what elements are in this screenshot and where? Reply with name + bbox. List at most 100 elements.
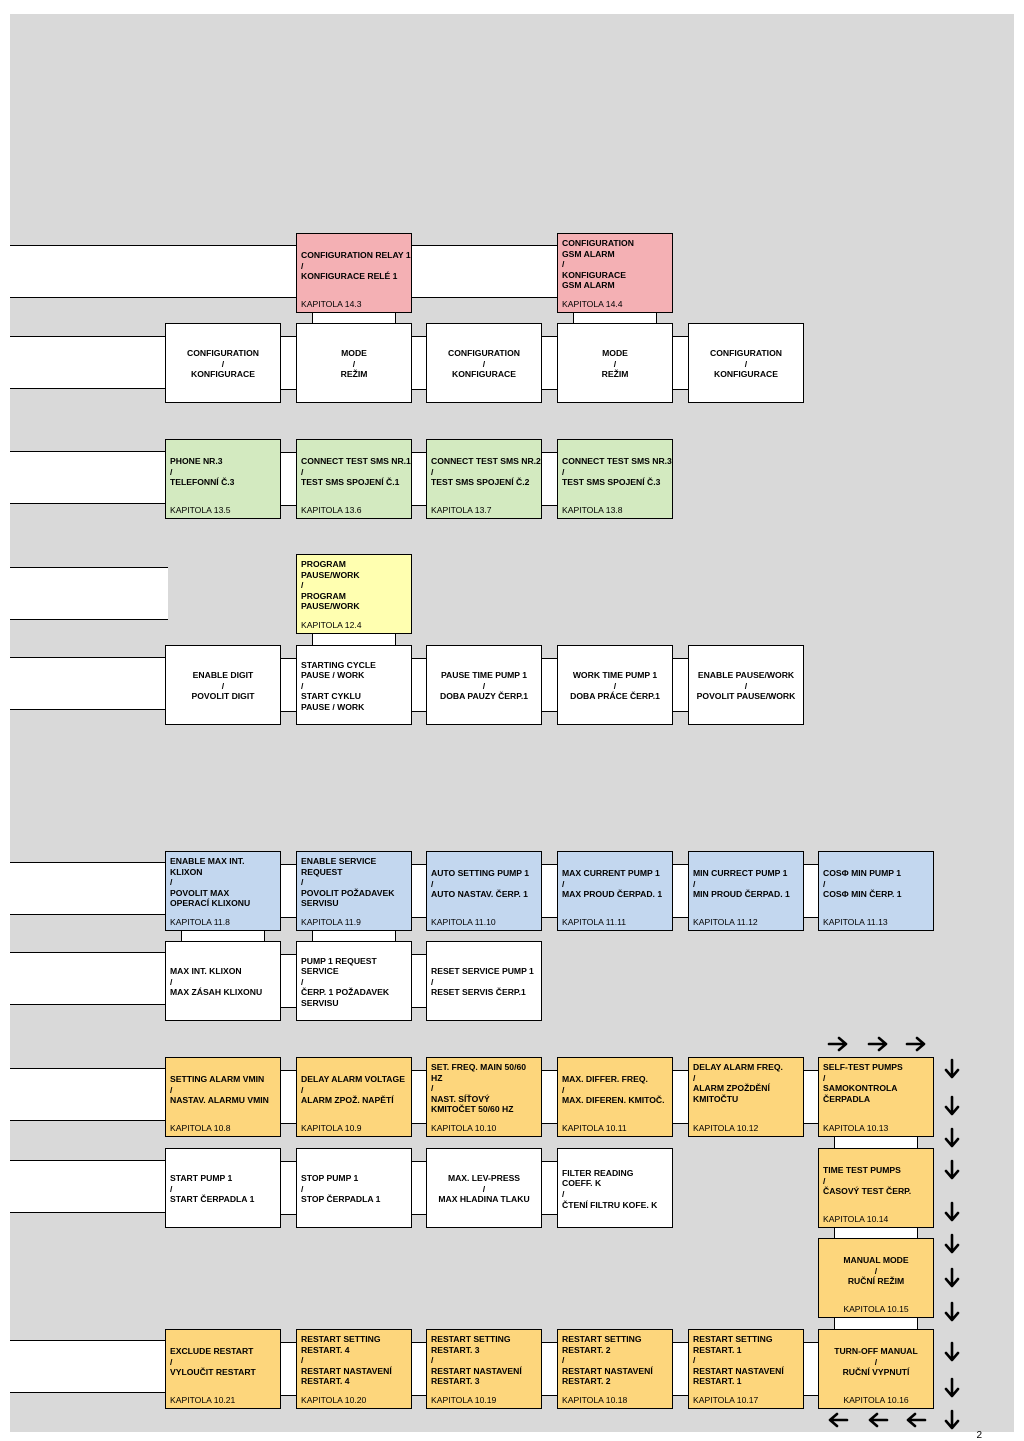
box-line: TEST SMS SPOJENÍ Č.1	[301, 477, 400, 488]
box-line: DELAY ALARM VOLTAGE	[301, 1074, 405, 1085]
connector-band	[540, 864, 559, 918]
chapter-label: KAPITOLA 10.9	[301, 1123, 362, 1133]
arrow-down-icon	[940, 1057, 964, 1081]
connector-band	[410, 864, 428, 918]
box-line: CONNECT TEST SMS NR.2	[431, 456, 541, 467]
box-label: AUTO SETTING PUMP 1/AUTO NASTAV. ČERP. 1	[431, 868, 539, 900]
box-line: /	[562, 878, 565, 889]
box-line: /	[874, 1356, 878, 1367]
connector-band	[540, 1342, 559, 1396]
box-label: CONFIGURATION RELAY 1/KONFIGURACE RELÉ 1	[301, 250, 411, 282]
box-line: MIN PROUD ČERPAD. 1	[693, 889, 790, 900]
box-line: /	[823, 878, 826, 889]
box-line: RESTART. 2	[562, 1344, 611, 1355]
box-min-current-pump-1: MIN CURRECT PUMP 1/MIN PROUD ČERPAD. 1 KA…	[688, 851, 804, 931]
lane-band	[10, 245, 296, 298]
box-line: ENABLE SERVICE	[301, 856, 377, 866]
chapter-label: KAPITOLA 13.8	[562, 505, 623, 515]
connector-band	[540, 1161, 559, 1215]
box-line: OPERACÍ KLIXONU	[170, 898, 251, 909]
box-reset-service-pump-1: RESET SERVICE PUMP 1/RESET SERVIS ČERP.1	[426, 941, 542, 1021]
chapter-label: KAPITOLA 11.12	[693, 917, 758, 927]
lane-band	[10, 336, 168, 389]
box-label: CONFIGURATION/KONFIGURACE	[427, 348, 541, 380]
box-line: RESTART SETTING	[301, 1334, 381, 1344]
box-line: NAST. SÍŤOVÝ	[431, 1093, 490, 1104]
box-label: MIN CURRECT PUMP 1/MIN PROUD ČERPAD. 1	[693, 868, 801, 900]
box-line: KONFIGURACE	[452, 369, 516, 380]
connector-band	[312, 634, 396, 645]
connector-band	[279, 864, 298, 918]
box-line: RESTART SETTING	[562, 1334, 642, 1344]
box-line: SAMOKONTROLA	[823, 1083, 898, 1094]
box-line: /	[613, 680, 617, 691]
box-line: COEFF. K	[562, 1178, 602, 1189]
connector-band	[410, 452, 428, 506]
box-line: MODE	[341, 348, 367, 359]
box-line: MAX. DIFEREN. KMITOČ.	[562, 1095, 665, 1106]
box-line: RESTART NASTAVENÍ	[562, 1365, 653, 1376]
box-line: /	[562, 1355, 565, 1366]
lane-band	[10, 862, 168, 915]
box-line: MAX. LEV-PRESS	[447, 1173, 521, 1184]
box-line: /	[170, 466, 173, 477]
connector-band	[279, 1161, 298, 1215]
chapter-label: KAPITOLA 10.19	[431, 1395, 497, 1405]
connector-band	[802, 864, 820, 918]
box-line: POVOLIT POŽADAVEK	[301, 887, 395, 898]
box-line: TEST SMS SPOJENÍ Č.3	[562, 477, 661, 488]
box-line: RESTART. 1	[693, 1376, 742, 1387]
box-line: POVOLIT PAUSE/WORK	[696, 691, 796, 702]
box-label: CONNECT TEST SMS NR.2/TEST SMS SPOJENÍ Č…	[431, 456, 541, 488]
arrow-down-icon	[940, 1232, 964, 1256]
box-mode-b: MODE/REŽIM	[557, 323, 673, 403]
box-line: /	[431, 1083, 434, 1094]
box-label: TIME TEST PUMPS/ČASOVÝ TEST ČERP.	[823, 1165, 931, 1197]
lane-band	[10, 657, 168, 710]
box-line: ALARM ZPOŽ. NAPĚTÍ	[301, 1095, 394, 1106]
box-configuration-relay-1: CONFIGURATION RELAY 1/KONFIGURACE RELÉ 1…	[296, 233, 412, 313]
box-line: FILTER READING	[562, 1167, 634, 1178]
box-line: PROGRAM	[301, 559, 346, 569]
box-line: POVOLIT MAX	[170, 887, 230, 898]
box-line: REŽIM	[601, 369, 629, 380]
connector-band	[671, 336, 690, 390]
box-line: GSM ALARM	[562, 248, 615, 259]
box-line: HZ	[431, 1072, 443, 1083]
box-line: MAX INT. KLIXON	[170, 966, 242, 977]
box-line: AUTO NASTAV. ČERP. 1	[431, 889, 528, 900]
box-connect-test-sms-1: CONNECT TEST SMS NR.1/TEST SMS SPOJENÍ Č…	[296, 439, 412, 519]
chapter-label: KAPITOLA 10.12	[693, 1123, 759, 1133]
connector-band	[540, 1070, 559, 1124]
box-line: /	[562, 466, 565, 477]
lane-band	[10, 567, 168, 620]
box-label: CONNECT TEST SMS NR.3/TEST SMS SPOJENÍ Č…	[562, 456, 672, 488]
box-line: /	[693, 878, 696, 889]
box-line: /	[562, 1188, 565, 1199]
chapter-label: KAPITOLA 10.10	[431, 1123, 497, 1133]
connector-band	[279, 658, 298, 712]
connector-band	[279, 954, 298, 1008]
chapter-label: KAPITOLA 13.7	[431, 505, 492, 515]
box-line: PAUSE/WORK	[301, 601, 360, 612]
box-label: MODE/REŽIM	[558, 348, 672, 380]
arrow-left-icon	[904, 1408, 928, 1432]
connector-band	[540, 452, 559, 506]
chapter-label: KAPITOLA 14.3	[301, 299, 362, 309]
box-line: SERVISU	[301, 997, 339, 1008]
box-max-int-klixon: MAX INT. KLIXON/MAX ZÁSAH KLIXONU	[165, 941, 281, 1021]
chapter-label: KAPITOLA 11.9	[301, 917, 361, 927]
box-line: STOP ČERPADLA 1	[301, 1194, 381, 1205]
box-line: MAX HLADINA TLAKU	[438, 1194, 530, 1205]
box-label: MAX CURRENT PUMP 1/MAX PROUD ČERPAD. 1	[562, 868, 670, 900]
